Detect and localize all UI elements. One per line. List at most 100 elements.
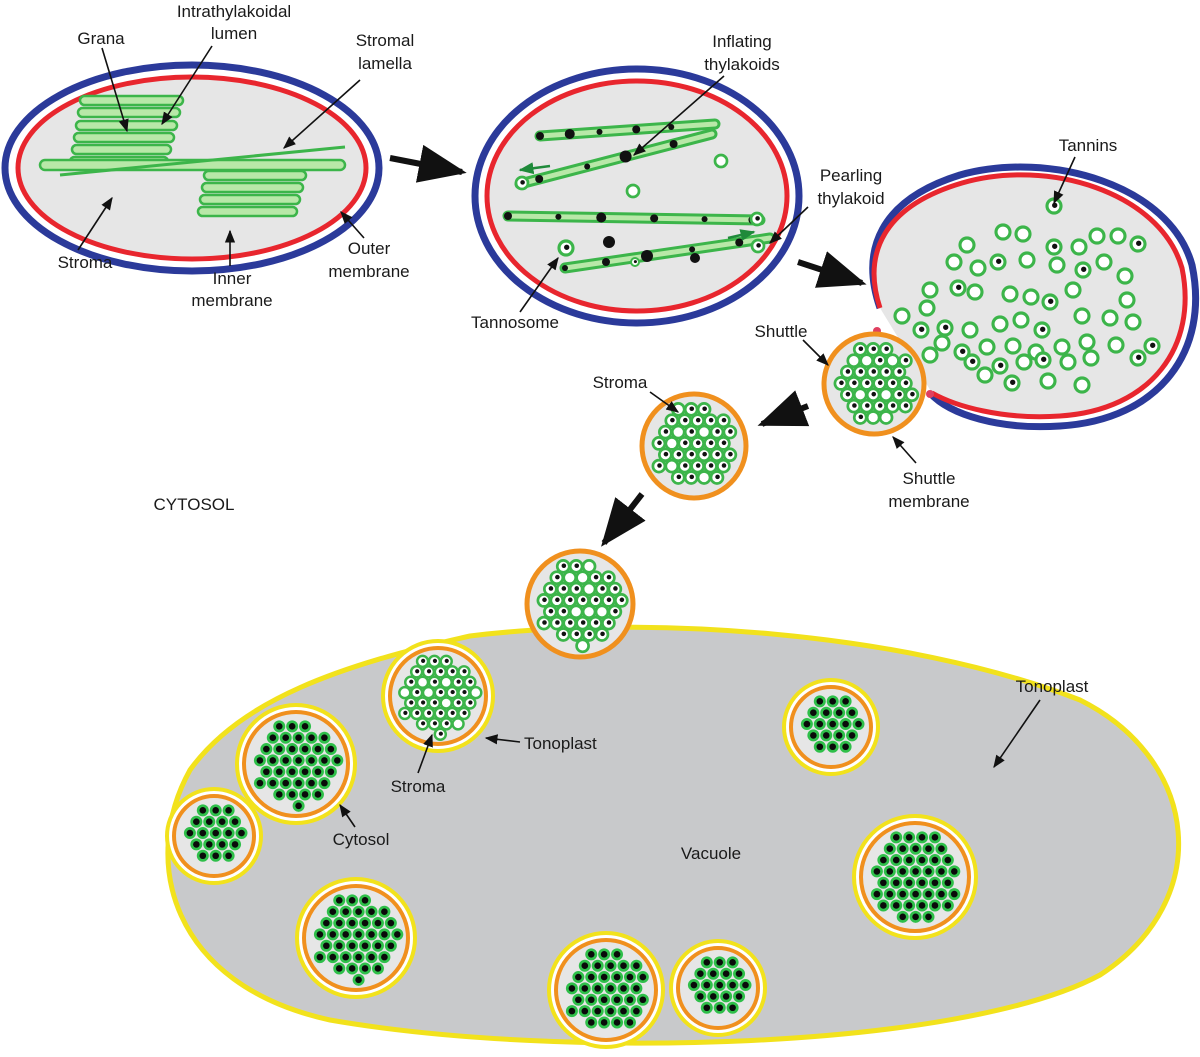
- tannin-core: [663, 429, 669, 434]
- tannin-core: [918, 879, 926, 887]
- tannin-core: [342, 908, 350, 916]
- tannin-core: [886, 868, 894, 875]
- tannin-dot: [1015, 353, 1033, 371]
- chloroplast-transforming: [471, 65, 803, 327]
- tannin-dot: [865, 410, 881, 425]
- tannin-core: [899, 845, 906, 853]
- arrow-step4: [601, 492, 646, 547]
- tannin-core: [607, 985, 614, 992]
- tannin-dot: [1048, 256, 1066, 274]
- tannin-dot: [918, 299, 936, 317]
- tannin-core: [890, 403, 896, 408]
- label-inner-membrane-2: membrane: [191, 291, 272, 310]
- tannin-core: [238, 829, 245, 837]
- label-cytosol-region: CYTOSOL: [154, 495, 235, 514]
- tannin-core: [943, 324, 949, 330]
- tannin-core: [415, 710, 420, 715]
- tannin-core: [329, 908, 337, 916]
- tannin-dot: [439, 675, 453, 689]
- tannin-core: [938, 890, 945, 898]
- tannin-core: [842, 698, 849, 705]
- tannin-dot: [976, 366, 994, 384]
- tannin-core: [468, 700, 473, 705]
- tannin-dot: [1116, 267, 1134, 285]
- tannin-core: [275, 745, 283, 753]
- tannin-core: [548, 586, 554, 591]
- tannin-core: [816, 720, 824, 728]
- tannin-core: [574, 586, 580, 591]
- tannin-core: [421, 658, 426, 663]
- tannin-core: [912, 913, 919, 921]
- tannin-core: [899, 913, 906, 921]
- tannin-core: [580, 620, 586, 625]
- tannosome-dot: [596, 212, 607, 223]
- tannin-core: [633, 962, 640, 970]
- tannin-dot: [713, 153, 729, 169]
- tannin-core: [321, 779, 328, 787]
- tannin-dot: [670, 424, 686, 440]
- tannin-core: [381, 931, 388, 938]
- tannin-core: [910, 391, 915, 397]
- tannin-dot: [581, 604, 597, 620]
- tannin-core: [263, 768, 270, 776]
- tannin-core: [702, 406, 707, 412]
- tannin-core: [822, 709, 830, 717]
- tannin-core: [212, 807, 219, 814]
- tannin-core: [520, 180, 525, 185]
- tannin-core: [561, 563, 567, 569]
- label-vacuole: Vacuole: [681, 844, 741, 863]
- tannin-dot: [562, 570, 578, 586]
- tannin-core: [858, 369, 864, 374]
- tannosome-dot: [603, 236, 615, 248]
- tannin-core: [295, 802, 302, 810]
- tannin-core: [561, 608, 567, 614]
- tannin-core: [593, 620, 599, 625]
- vesicle-tannins: [565, 948, 649, 1029]
- tannin-core: [269, 734, 277, 742]
- tannin-core: [951, 868, 958, 875]
- tannin-core: [329, 931, 337, 938]
- tannin-core: [912, 890, 919, 898]
- tannin-core: [607, 962, 614, 970]
- tannin-core: [722, 993, 730, 1000]
- shuttle-free-contents: [651, 402, 738, 485]
- tannin-core: [468, 679, 473, 684]
- thylakoid-lamella: [200, 181, 305, 194]
- tannosome-dot: [668, 124, 675, 130]
- tannin-core: [613, 951, 621, 958]
- shuttle-contents: [833, 342, 920, 425]
- tannin-dot: [846, 353, 862, 369]
- tannin-core: [444, 721, 449, 726]
- tannin-core: [593, 597, 599, 603]
- tannin-core: [708, 463, 714, 468]
- tannin-dot: [852, 387, 868, 403]
- tannin-core: [884, 346, 889, 352]
- tannosome-dot: [689, 246, 696, 253]
- grana-stacks: [38, 94, 347, 218]
- tannin-core: [1040, 326, 1046, 332]
- tannin-core: [683, 463, 688, 468]
- tannin-core: [199, 807, 207, 814]
- tannin-core: [829, 720, 836, 728]
- tannin-core: [542, 620, 547, 625]
- tannin-core: [342, 953, 350, 961]
- tannin-core: [581, 962, 589, 970]
- tannin-core: [555, 574, 560, 580]
- tannin-core: [263, 745, 270, 753]
- label-shuttle-membrane-1: Shuttle: [903, 469, 956, 488]
- tannin-core: [301, 745, 309, 753]
- tannin-core: [873, 868, 881, 875]
- tannin-core: [676, 474, 682, 480]
- tannin-core: [308, 734, 315, 742]
- process-arrows: [389, 144, 867, 547]
- label-intrathylakoidal-1: Intrathylakoidal: [177, 2, 291, 21]
- tannin-core: [548, 608, 554, 614]
- tannin-core: [613, 608, 618, 614]
- tannin-core: [689, 451, 695, 457]
- tannin-core: [690, 981, 698, 989]
- tannin-core: [890, 380, 896, 386]
- tannin-core: [421, 721, 426, 726]
- tannin-core: [708, 417, 714, 423]
- tannin-core: [880, 879, 887, 887]
